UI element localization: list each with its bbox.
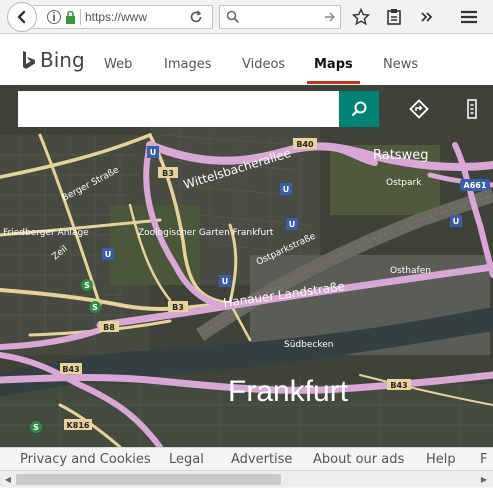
sbahn-icon: S <box>92 303 98 312</box>
hamburger-menu-icon <box>461 10 477 24</box>
footer: Privacy and Cookies Legal Advertise Abou… <box>0 447 493 488</box>
shield-a661: A661 <box>464 181 487 190</box>
directions-button[interactable] <box>405 95 433 123</box>
bing-logo[interactable]: Bing <box>22 48 85 72</box>
clipboard-icon <box>387 9 401 25</box>
shield-b40: B40 <box>296 140 314 149</box>
directions-icon <box>409 99 429 119</box>
overflow-button[interactable] <box>414 5 440 29</box>
double-chevron-icon <box>421 12 433 22</box>
scrollbar-thumb[interactable] <box>16 474 281 485</box>
url-text: https://www <box>85 10 148 24</box>
shield-b43-west: B43 <box>62 365 79 374</box>
shield-b43-east: B43 <box>390 381 407 390</box>
ubahn-icon: U <box>150 148 157 157</box>
map-search-button[interactable] <box>339 91 379 127</box>
map-search-input[interactable] <box>18 91 339 127</box>
menu-button[interactable] <box>456 5 482 29</box>
label-ratsweg: Ratsweg <box>373 148 428 163</box>
go-button[interactable] <box>320 7 340 27</box>
aerial-map: B40 B3 B3 B8 B43 B43 A661 K816 U U U U U… <box>0 85 493 447</box>
map-canvas[interactable]: B40 B3 B3 B8 B43 B43 A661 K816 U U U U U… <box>0 85 493 447</box>
search-icon <box>226 10 240 24</box>
sbahn-icon: S <box>84 281 90 290</box>
label-sudbecken: Südbecken <box>284 340 333 350</box>
shield-b8: B8 <box>103 323 115 332</box>
tab-maps[interactable]: Maps <box>314 57 353 72</box>
info-icon[interactable]: i <box>47 10 61 24</box>
tab-news[interactable]: News <box>383 57 419 72</box>
ubahn-icon: U <box>105 250 112 259</box>
shield-k816: K816 <box>67 421 90 430</box>
footer-link-help[interactable]: Help <box>426 452 456 467</box>
vertical-menu-icon <box>467 99 477 119</box>
map-menu-button[interactable] <box>458 95 486 123</box>
horizontal-scrollbar[interactable]: ◀ ▶ <box>0 470 493 487</box>
footer-link-advertise[interactable]: Advertise <box>231 452 293 467</box>
label-zoo: Zoologischer Garten Frankfurt <box>138 228 274 238</box>
reload-icon <box>190 10 202 23</box>
label-ostpark: Ostpark <box>386 178 422 188</box>
shield-b3-south: B3 <box>172 303 184 312</box>
shield-b3-north: B3 <box>162 169 174 178</box>
ubahn-icon: U <box>453 217 460 226</box>
footer-link-about-ads[interactable]: About our ads <box>313 452 405 467</box>
browser-toolbar: i https://www <box>0 0 493 34</box>
label-osthafen: Osthafen <box>390 266 431 276</box>
search-icon <box>351 101 367 117</box>
bing-logo-text: Bing <box>40 48 85 72</box>
bookmark-button[interactable] <box>348 5 374 29</box>
ubahn-icon: U <box>289 220 296 229</box>
tab-videos[interactable]: Videos <box>242 57 286 72</box>
star-icon <box>352 8 370 26</box>
sbahn-icon: S <box>33 423 39 432</box>
bing-b-icon <box>23 51 35 69</box>
arrow-right-icon <box>325 12 335 22</box>
ubahn-icon: U <box>222 277 229 286</box>
lock-icon <box>65 10 76 24</box>
ubahn-icon: U <box>283 185 290 194</box>
browser-search-box[interactable] <box>219 5 341 29</box>
scroll-left-icon[interactable]: ◀ <box>4 475 12 484</box>
footer-link-privacy[interactable]: Privacy and Cookies <box>20 452 151 467</box>
tab-images[interactable]: Images <box>164 57 212 72</box>
library-button[interactable] <box>381 5 407 29</box>
bing-header: Bing Web Images Videos Maps News <box>0 35 493 85</box>
reload-button[interactable] <box>184 7 208 27</box>
tab-web[interactable]: Web <box>104 57 133 72</box>
back-arrow-icon <box>17 10 26 24</box>
back-button[interactable] <box>7 2 37 32</box>
scroll-right-icon[interactable]: ▶ <box>480 475 488 484</box>
active-tab-indicator <box>307 81 360 84</box>
address-bar[interactable]: i https://www <box>33 5 213 29</box>
footer-link-feedback[interactable]: F <box>480 452 488 467</box>
label-friedberger: Friedberger Anlage <box>3 228 89 238</box>
city-label-frankfurt: Frankfurt <box>228 375 349 408</box>
footer-link-legal[interactable]: Legal <box>169 452 204 467</box>
